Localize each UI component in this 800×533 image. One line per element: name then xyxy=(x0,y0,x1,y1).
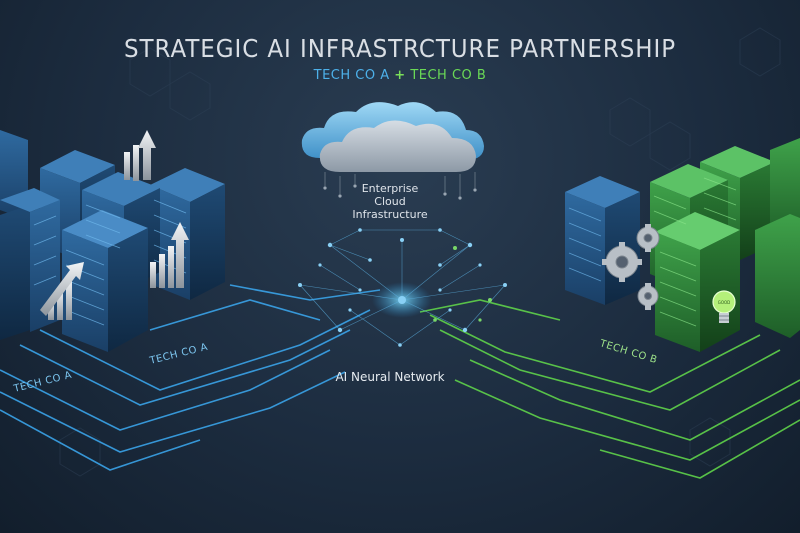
bulb-text: GOOD xyxy=(718,300,730,305)
circuit-traces-b xyxy=(419,299,800,479)
cloud-icon xyxy=(301,102,484,200)
server-b-right xyxy=(755,214,800,338)
server-a-front xyxy=(62,210,148,352)
cloud-label-line-1: Enterprise xyxy=(361,182,419,195)
server-b-blue xyxy=(565,176,640,305)
neural-network-label: AI Neural Network xyxy=(335,370,445,384)
neural-network xyxy=(298,228,507,347)
partnership-subtitle: TECH CO A + TECH CO B xyxy=(0,68,800,83)
lightbulb-icon: GOOD xyxy=(712,290,736,323)
cloud-label: Enterprise Cloud Infrastructure xyxy=(330,182,450,221)
plus-sign: + xyxy=(394,68,406,83)
server-b-front xyxy=(655,212,740,352)
growth-arrow-icon xyxy=(124,130,156,181)
page-title: STRATEGIC AI INFRASTRCTURE PARTNERSHIP xyxy=(124,34,676,63)
cloud-label-line-3: Infrastructure xyxy=(352,208,428,221)
server-cluster-b: GOOD xyxy=(565,138,800,352)
growth-chart-icon xyxy=(150,222,189,288)
company-a-name: TECH CO A xyxy=(313,68,390,83)
cloud-label-line-2: Cloud xyxy=(374,195,406,208)
server-cluster-a xyxy=(0,130,225,352)
growth-chart-icon-2 xyxy=(40,262,84,320)
company-b-name: TECH CO B xyxy=(410,68,487,83)
